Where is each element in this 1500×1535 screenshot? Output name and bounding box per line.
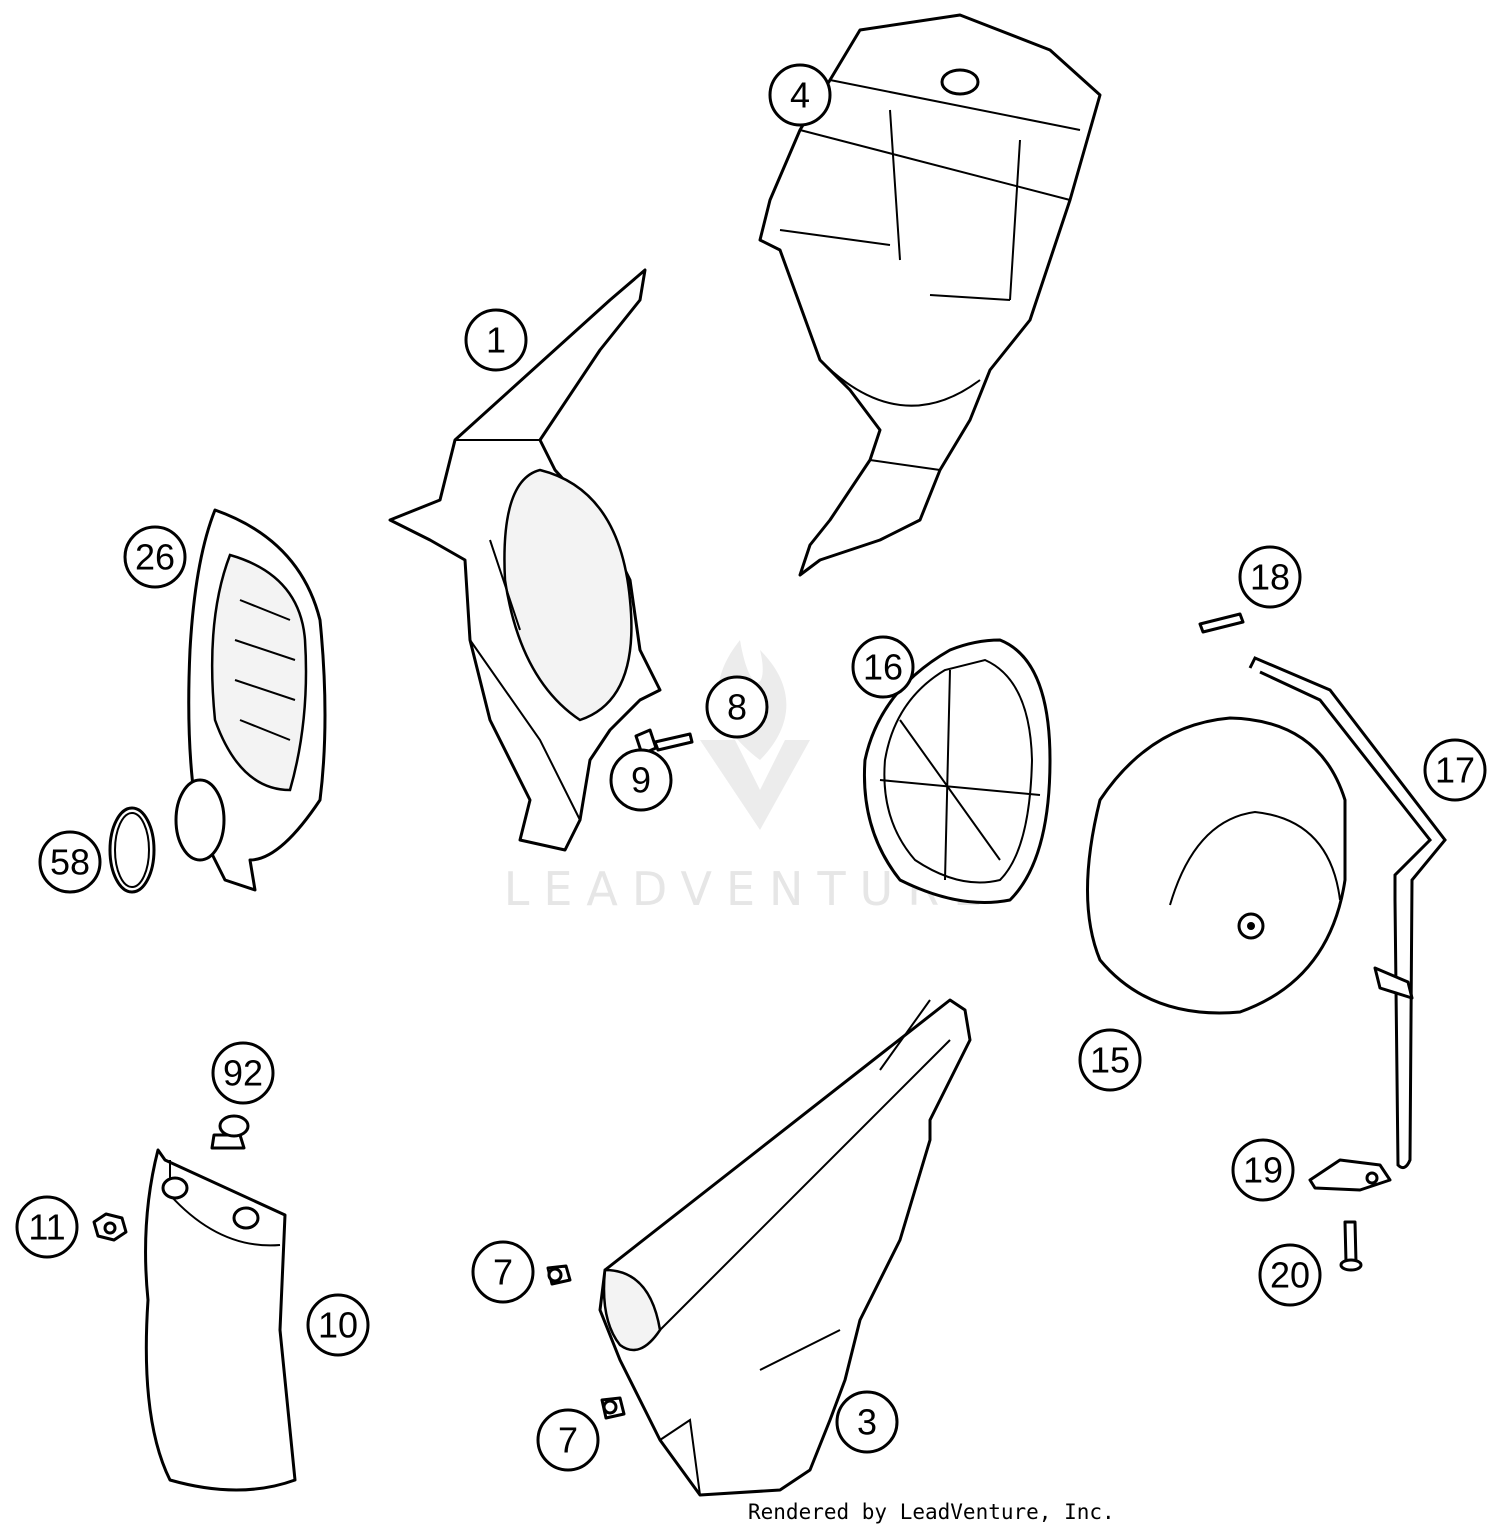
part-11-nut <box>92 1212 128 1242</box>
part-92-screw <box>210 1114 250 1150</box>
callout-c4[interactable]: 4 <box>768 63 832 127</box>
part-3-side-cover <box>598 998 972 1497</box>
callout-c10[interactable]: 10 <box>306 1293 370 1357</box>
part-20-screw <box>1339 1220 1363 1272</box>
callout-c8[interactable]: 8 <box>705 675 769 739</box>
callout-c92[interactable]: 92 <box>211 1041 275 1105</box>
callout-label: 1 <box>486 320 506 361</box>
callout-label: 10 <box>318 1305 358 1346</box>
callout-label: 11 <box>28 1207 65 1248</box>
callout-label: 17 <box>1435 750 1475 791</box>
callout-label: 19 <box>1243 1150 1283 1191</box>
callout-c58[interactable]: 58 <box>38 830 102 894</box>
callout-label: 26 <box>135 537 175 578</box>
callout-label: 7 <box>493 1252 513 1293</box>
callout-c16[interactable]: 16 <box>851 635 915 699</box>
part-58-hose-clamp <box>108 806 156 894</box>
part-7-rivet-upper <box>546 1264 572 1286</box>
callout-label: 16 <box>863 647 903 688</box>
part-7-rivet-lower <box>600 1396 626 1420</box>
callout-c17[interactable]: 17 <box>1423 738 1487 802</box>
part-18-pin <box>1198 612 1245 634</box>
callout-label: 9 <box>631 760 651 801</box>
callout-label: 20 <box>1270 1255 1310 1296</box>
callout-c18[interactable]: 18 <box>1238 545 1302 609</box>
callout-label: 15 <box>1090 1040 1130 1081</box>
callout-label: 92 <box>223 1053 263 1094</box>
part-19-bracket <box>1308 1158 1392 1192</box>
callout-c19[interactable]: 19 <box>1231 1138 1295 1202</box>
callout-c20[interactable]: 20 <box>1258 1243 1322 1307</box>
callout-c9[interactable]: 9 <box>609 748 673 812</box>
part-9-clip <box>634 728 658 756</box>
callout-label: 4 <box>790 75 810 116</box>
callout-c7a[interactable]: 7 <box>471 1240 535 1304</box>
part-15-air-filter <box>1086 716 1347 1015</box>
callout-label: 58 <box>50 842 90 883</box>
callout-c26[interactable]: 26 <box>123 525 187 589</box>
part-1-intake-boot <box>388 268 662 852</box>
callout-label: 7 <box>558 1420 578 1461</box>
part-16-filter-cage <box>862 638 1052 904</box>
callout-c15[interactable]: 15 <box>1078 1028 1142 1092</box>
callout-c7b[interactable]: 7 <box>536 1408 600 1472</box>
callout-c11[interactable]: 11 <box>15 1195 79 1259</box>
part-26-filter-frame <box>174 508 327 892</box>
part-8-screw <box>653 732 694 752</box>
callout-label: 18 <box>1250 557 1290 598</box>
callout-c1[interactable]: 1 <box>464 308 528 372</box>
footer-credit: Rendered by LeadVenture, Inc. <box>748 1500 1115 1524</box>
callout-label: 3 <box>857 1402 877 1443</box>
part-10-mud-flap <box>144 1148 297 1492</box>
callout-c3[interactable]: 3 <box>835 1390 899 1454</box>
callout-label: 8 <box>727 687 747 728</box>
part-17-filter-holder <box>1248 656 1447 1170</box>
part-4-airbox <box>758 13 1102 577</box>
